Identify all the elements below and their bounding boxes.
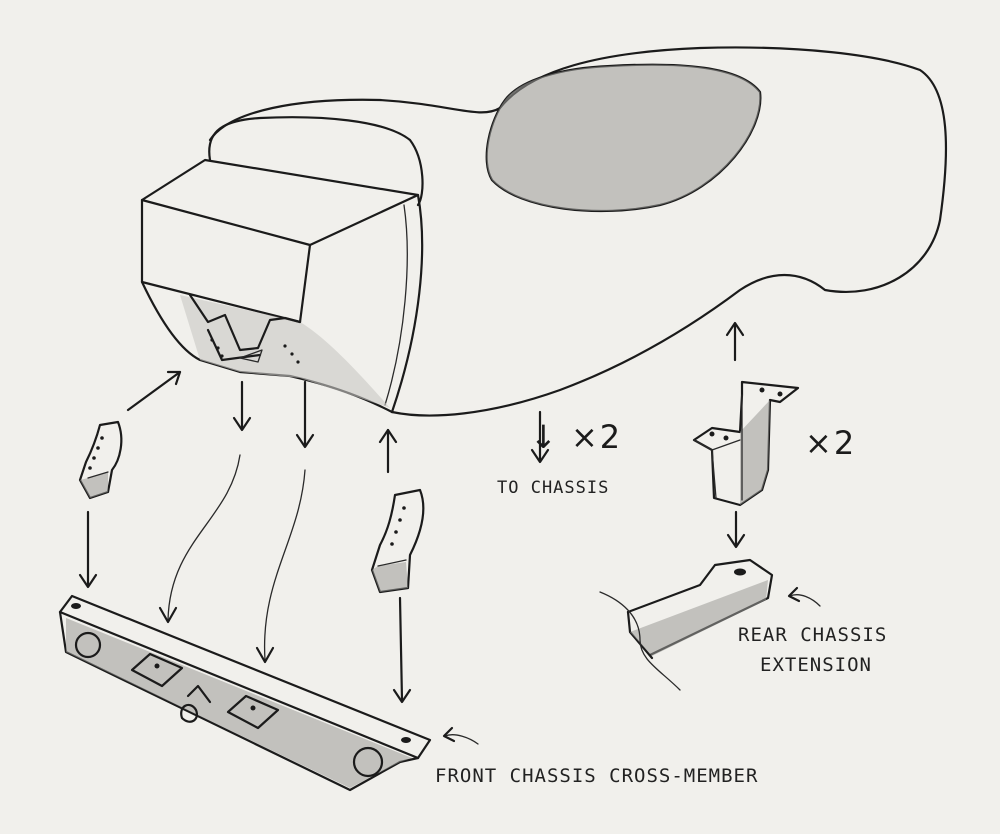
right-front-bracket [370,488,425,594]
front-cross-member-label: FRONT CHASSIS CROSS-MEMBER [435,765,759,787]
rear-bracket [692,380,800,507]
rear-chassis-extension [599,558,774,691]
to-chassis-label: TO CHASSIS [497,478,610,498]
rear-extension-label-line2: EXTENSION [760,654,872,676]
rear-bracket-quantity-label: ×2 [805,424,857,462]
front-mounting-arrows [78,321,821,745]
rear-extension-label-line1: REAR CHASSIS [738,624,888,646]
left-front-bracket [78,420,123,500]
front-bracket-quantity-label: ↓ ×2 [530,418,623,456]
car-body-shell [140,46,948,417]
front-cross-member [58,594,432,792]
